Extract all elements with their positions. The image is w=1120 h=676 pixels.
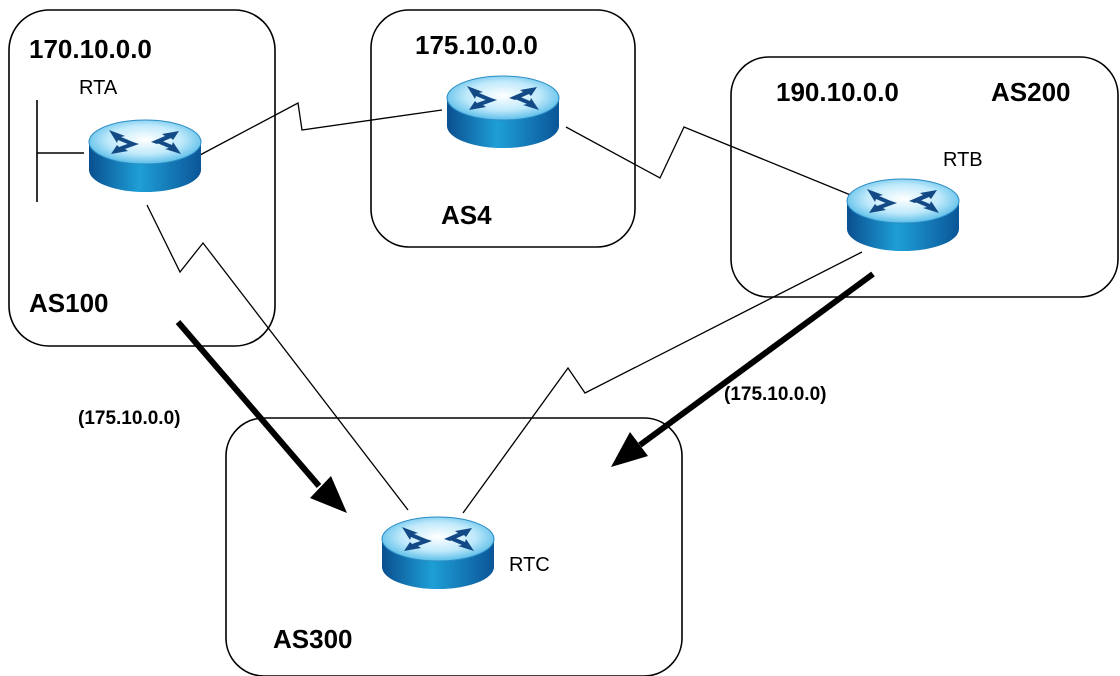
as-label-as100: AS100 [29, 288, 109, 318]
prefix-label-from-rtb: (175.10.0.0) [724, 384, 827, 405]
router-icon [88, 119, 202, 193]
advertisement-arrow-rta [175, 320, 347, 513]
link-rtb-rtc [462, 251, 863, 514]
router-label-rtb: RTB [943, 149, 983, 171]
advertisement-arrow-rtb [611, 271, 875, 467]
network-label-as200: 190.10.0.0 [776, 77, 899, 107]
network-label-as100: 170.10.0.0 [29, 34, 152, 64]
as-label-as200: AS200 [991, 77, 1071, 107]
link-rta-as4 [199, 101, 443, 156]
as300-box [225, 417, 683, 676]
as100-box [8, 9, 276, 347]
network-label-as4: 175.10.0.0 [415, 30, 538, 60]
router-icon [846, 178, 960, 252]
prefix-label-from-rta: (175.10.0.0) [78, 408, 181, 429]
link-as4-rtb [565, 126, 854, 197]
router-icon [381, 516, 495, 590]
as200-box [730, 56, 1119, 298]
as-label-as4: AS4 [441, 200, 492, 230]
link-rta-rtc [146, 204, 409, 511]
as-label-as300: AS300 [273, 624, 353, 654]
router-icon [446, 75, 560, 149]
router-label-rta: RTA [79, 77, 118, 99]
as4-box [370, 9, 636, 248]
router-label-rtc: RTC [509, 554, 550, 576]
